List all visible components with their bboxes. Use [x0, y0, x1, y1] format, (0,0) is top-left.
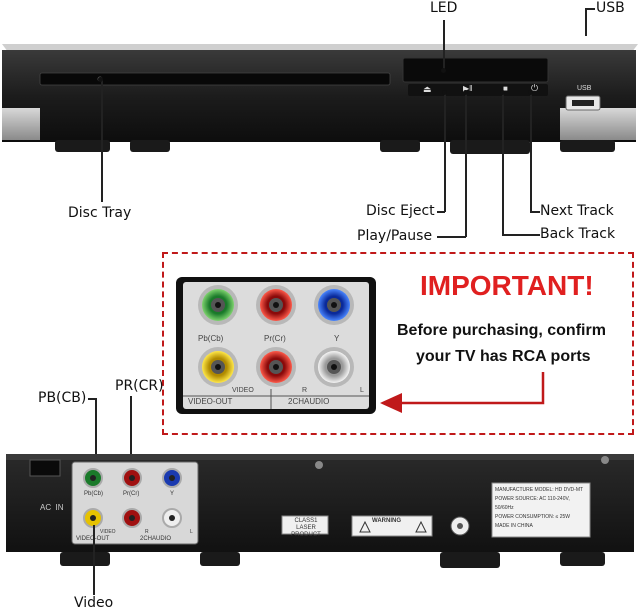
back-r-label: R — [145, 529, 149, 535]
play-pause-icon[interactable]: ▶‖ — [463, 84, 473, 93]
dvd-player-back — [6, 454, 634, 568]
notice-box — [162, 252, 634, 435]
closeup-pr-label: Pr(Cr) — [264, 334, 286, 343]
usb-port-label: USB — [577, 85, 592, 92]
spec-made: MADE IN CHINA — [495, 523, 533, 529]
red-arrow — [380, 372, 545, 413]
stop-icon[interactable]: ■ — [503, 84, 508, 93]
video-label: Video — [74, 595, 114, 611]
next-track-label: Next Track — [540, 203, 614, 219]
spec-sticker: MANUFACTURE MODEL: HD DVD-MT POWER SOURC… — [495, 486, 589, 531]
power-icon[interactable]: ⏻ — [531, 83, 539, 93]
back-pr-label: Pr(Cr) — [123, 491, 140, 497]
led-label: LED — [430, 0, 458, 16]
closeup-y-label: Y — [334, 334, 340, 343]
closeup-pb-label: Pb(Cb) — [198, 334, 224, 343]
laser-line-2: LASER PRODUCT — [291, 525, 321, 538]
notice-title: IMPORTANT! — [420, 270, 594, 301]
laser-sticker: CLASS1 LASER PRODUCT — [285, 518, 327, 539]
closeup-video-label: VIDEO — [232, 387, 254, 394]
back-video-out-label: VIDEO-OUT — [76, 536, 109, 542]
warning-sticker: WARNING — [372, 518, 401, 524]
closeup-r-label: R — [302, 387, 308, 394]
back-l-label: L — [190, 529, 193, 535]
closeup-video-out-label: VIDEO-OUT — [188, 397, 233, 406]
back-y-label: Y — [170, 491, 175, 497]
dvd-player-front — [2, 44, 638, 154]
laser-line-1: CLASS1 — [294, 518, 318, 524]
back-audio-label: 2CHAUDIO — [140, 536, 172, 542]
notice-line-2: your TV has RCA ports — [416, 348, 591, 365]
usb-label: USB — [596, 0, 625, 16]
back-track-label: Back Track — [540, 226, 616, 242]
disc-eject-label: Disc Eject — [366, 203, 435, 219]
back-video-label: VIDEO — [100, 529, 116, 535]
disc-tray-label: Disc Tray — [68, 205, 132, 221]
back-pb-label: Pb(Cb) — [84, 491, 104, 497]
spec-consumption: POWER CONSUMPTION: ≤ 25W — [495, 514, 570, 520]
closeup-audio-label: 2CHAUDIO — [288, 397, 330, 406]
closeup-l-label: L — [360, 387, 364, 394]
spec-model: MANUFACTURE MODEL: HD DVD-MT — [495, 487, 584, 493]
rca-closeup-panel — [176, 277, 376, 414]
notice-line-1: Before purchasing, confirm — [397, 322, 606, 339]
ac-in-label: AC IN — [40, 503, 64, 512]
spec-power: POWER SOURCE: AC 110-240V, 50/60Hz — [495, 496, 570, 511]
pr-cr-label: PR(CR) — [115, 378, 164, 394]
pb-cb-label: PB(CB) — [38, 390, 87, 406]
eject-icon[interactable]: ⏏ — [423, 84, 432, 94]
play-pause-label: Play/Pause — [357, 228, 433, 244]
